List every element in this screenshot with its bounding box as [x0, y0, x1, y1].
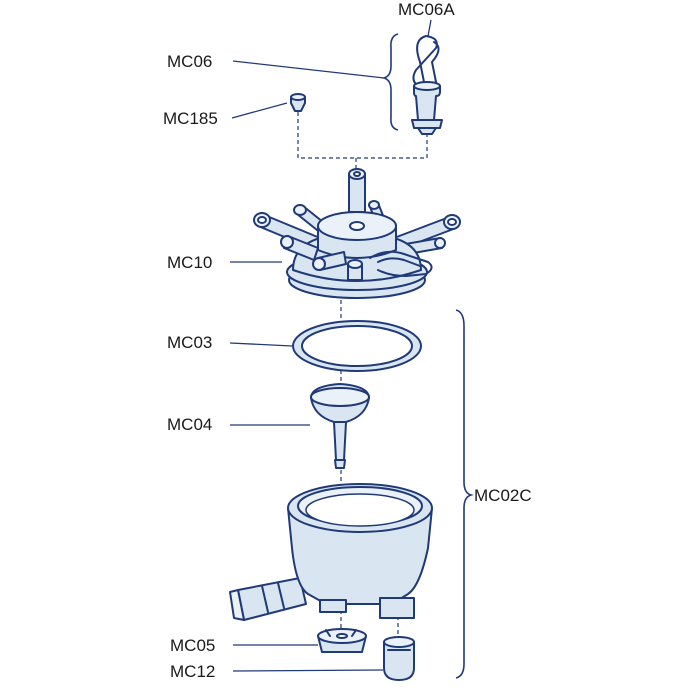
leader-lines — [229, 19, 432, 672]
label-mc05: MC05 — [170, 636, 215, 655]
part-mc12-plug — [383, 636, 415, 681]
part-mc185-nozzle — [290, 93, 306, 112]
label-mc10: MC10 — [167, 253, 212, 272]
part-mc03-gasket — [292, 320, 422, 372]
part-mc05-cap — [317, 628, 367, 653]
leader-mc12 — [232, 669, 384, 672]
guide-top-connector — [297, 112, 428, 159]
bracket-mc02c — [455, 309, 474, 679]
part-mc04-valve — [310, 383, 370, 469]
leader-mc185 — [231, 102, 288, 119]
label-mc12: MC12 — [170, 662, 215, 681]
leader-mc03 — [229, 342, 293, 347]
label-mc02c: MC02C — [474, 486, 532, 505]
leader-mc06 — [232, 60, 385, 79]
leader-mc06a — [427, 19, 432, 37]
label-mc04: MC04 — [167, 415, 212, 434]
part-mc10-claw-top — [253, 168, 461, 299]
label-mc185: MC185 — [163, 109, 218, 128]
label-mc06: MC06 — [167, 52, 212, 71]
label-mc03: MC03 — [167, 333, 212, 352]
part-mc06a-pin-clip — [411, 35, 443, 135]
bracket-mc06 — [381, 33, 399, 131]
label-mc06a: MC06A — [398, 0, 455, 19]
part-mc02c-bowl — [229, 483, 433, 621]
